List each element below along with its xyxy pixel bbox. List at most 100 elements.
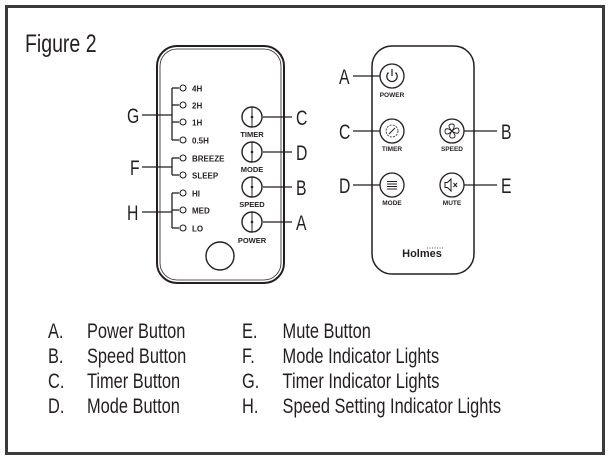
button-label: MODE <box>382 200 402 207</box>
led-icon <box>179 206 187 214</box>
led-icon <box>179 136 187 144</box>
legend-text: Speed Button <box>87 345 187 368</box>
button-label: SPEED <box>239 200 265 209</box>
callout-b: B <box>501 120 512 144</box>
legend-letter: H. <box>242 395 259 418</box>
callout-d: D <box>296 141 307 165</box>
brand-logo: Holmes <box>402 248 442 260</box>
indicator-label: 4H <box>192 85 202 94</box>
left-remote: 4H 2H 1H 0.5H BREEZE SLEEP HI MED LO G F… <box>127 45 307 284</box>
indicator-label: SLEEP <box>192 172 219 181</box>
left-power-button[interactable]: POWER <box>238 211 267 245</box>
led-icon <box>179 118 187 126</box>
led-icon <box>179 154 187 162</box>
speed-indicator-bracket <box>142 192 179 229</box>
indicator-light-2h: 2H <box>179 101 202 111</box>
mode-indicator-bracket <box>142 157 179 176</box>
indicator-light-lo: LO <box>179 224 203 234</box>
indicator-light-0-5h: 0.5H <box>179 136 209 146</box>
right-mute-button[interactable]: MUTE <box>439 172 465 207</box>
legend-text: Power Button <box>87 320 186 343</box>
legend-item: H. Speed Setting Indicator Lights <box>242 394 501 419</box>
legend-text: Mode Indicator Lights <box>282 345 440 368</box>
menu-lines-icon <box>387 181 397 190</box>
callout-d: D <box>339 174 350 198</box>
right-speed-button[interactable]: SPEED <box>439 118 465 153</box>
indicator-light-hi: HI <box>179 189 200 199</box>
led-icon <box>179 189 187 197</box>
led-icon <box>179 224 187 232</box>
legend-letter: B. <box>48 345 64 368</box>
indicator-label: BREEZE <box>192 155 225 164</box>
right-remote-body <box>371 45 475 275</box>
legend-text: Timer Button <box>87 370 181 393</box>
legend-letter: G. <box>242 370 260 393</box>
button-label: MODE <box>241 165 264 174</box>
indicator-label: 0.5H <box>192 137 209 146</box>
callout-c: C <box>296 106 307 130</box>
indicator-light-breeze: BREEZE <box>179 154 225 164</box>
indicator-label: HI <box>192 190 200 199</box>
indicator-label: LO <box>192 225 203 234</box>
figure-title: Figure 2 <box>25 30 97 58</box>
legend-item: B. Speed Button <box>48 344 186 369</box>
legend-item: A. Power Button <box>48 319 186 344</box>
callout-h: H <box>127 201 138 225</box>
indicator-label: MED <box>192 207 210 216</box>
button-label: SPEED <box>441 146 463 153</box>
legend-letter: C. <box>48 370 65 393</box>
left-speed-button[interactable]: SPEED <box>239 176 265 209</box>
legend-text: Timer Indicator Lights <box>282 370 440 393</box>
mute-speaker-icon <box>444 177 458 193</box>
legend-item: C. Timer Button <box>48 369 186 394</box>
right-mode-button[interactable]: MODE <box>379 172 405 207</box>
legend-letter: D. <box>48 395 65 418</box>
legend-left-column: A. Power Button B. Speed Button C. Timer Bu… <box>48 319 225 419</box>
button-label: POWER <box>238 236 267 245</box>
fan-icon <box>444 123 460 139</box>
indicator-light-med: MED <box>179 206 210 216</box>
figure-frame <box>5 5 605 455</box>
legend-text: Speed Setting Indicator Lights <box>282 395 502 418</box>
indicator-light-1h: 1H <box>179 118 202 128</box>
left-remote-inner-edge <box>159 48 282 281</box>
indicator-label: 2H <box>192 102 202 111</box>
led-icon <box>179 171 187 179</box>
callout-e: E <box>501 174 512 198</box>
timer-icon <box>385 124 399 138</box>
button-label: TIMER <box>382 146 403 153</box>
legend-item: D. Mode Button <box>48 394 186 419</box>
button-label: MUTE <box>443 200 462 207</box>
legend-item: G. Timer Indicator Lights <box>242 369 501 394</box>
legend-letter: A. <box>48 320 64 343</box>
right-power-button[interactable]: POWER <box>379 63 405 99</box>
callout-a: A <box>296 211 307 235</box>
callout-g: G <box>127 104 139 128</box>
right-remote: POWER TIMER SPEED <box>339 45 512 275</box>
indicator-light-4h: 4H <box>179 84 202 94</box>
legend-item: E. Mute Button <box>242 319 501 344</box>
indicator-label: 1H <box>192 119 202 128</box>
button-label: TIMER <box>240 130 264 139</box>
legend-item: F. Mode Indicator Lights <box>242 344 501 369</box>
legend-text: Mute Button <box>282 320 371 343</box>
callout-a: A <box>339 65 350 89</box>
callout-b: B <box>296 176 307 200</box>
left-mode-button[interactable]: MODE <box>241 141 264 174</box>
legend-letter: F. <box>242 345 255 368</box>
indicator-light-sleep: SLEEP <box>179 171 219 181</box>
left-timer-button[interactable]: TIMER <box>240 106 264 139</box>
round-receiver-button[interactable] <box>205 241 235 271</box>
led-icon <box>179 101 187 109</box>
button-label: POWER <box>380 92 405 99</box>
led-icon <box>179 84 187 92</box>
right-timer-button[interactable]: TIMER <box>379 118 405 153</box>
timer-indicator-bracket <box>142 87 179 141</box>
legend-right-column: E. Mute Button F. Mode Indicator Lights G.… <box>242 319 574 419</box>
callout-f: F <box>130 156 140 180</box>
callout-c: C <box>339 120 350 144</box>
legend-letter: E. <box>242 320 258 343</box>
legend-text: Mode Button <box>87 395 180 418</box>
power-icon <box>386 69 398 83</box>
